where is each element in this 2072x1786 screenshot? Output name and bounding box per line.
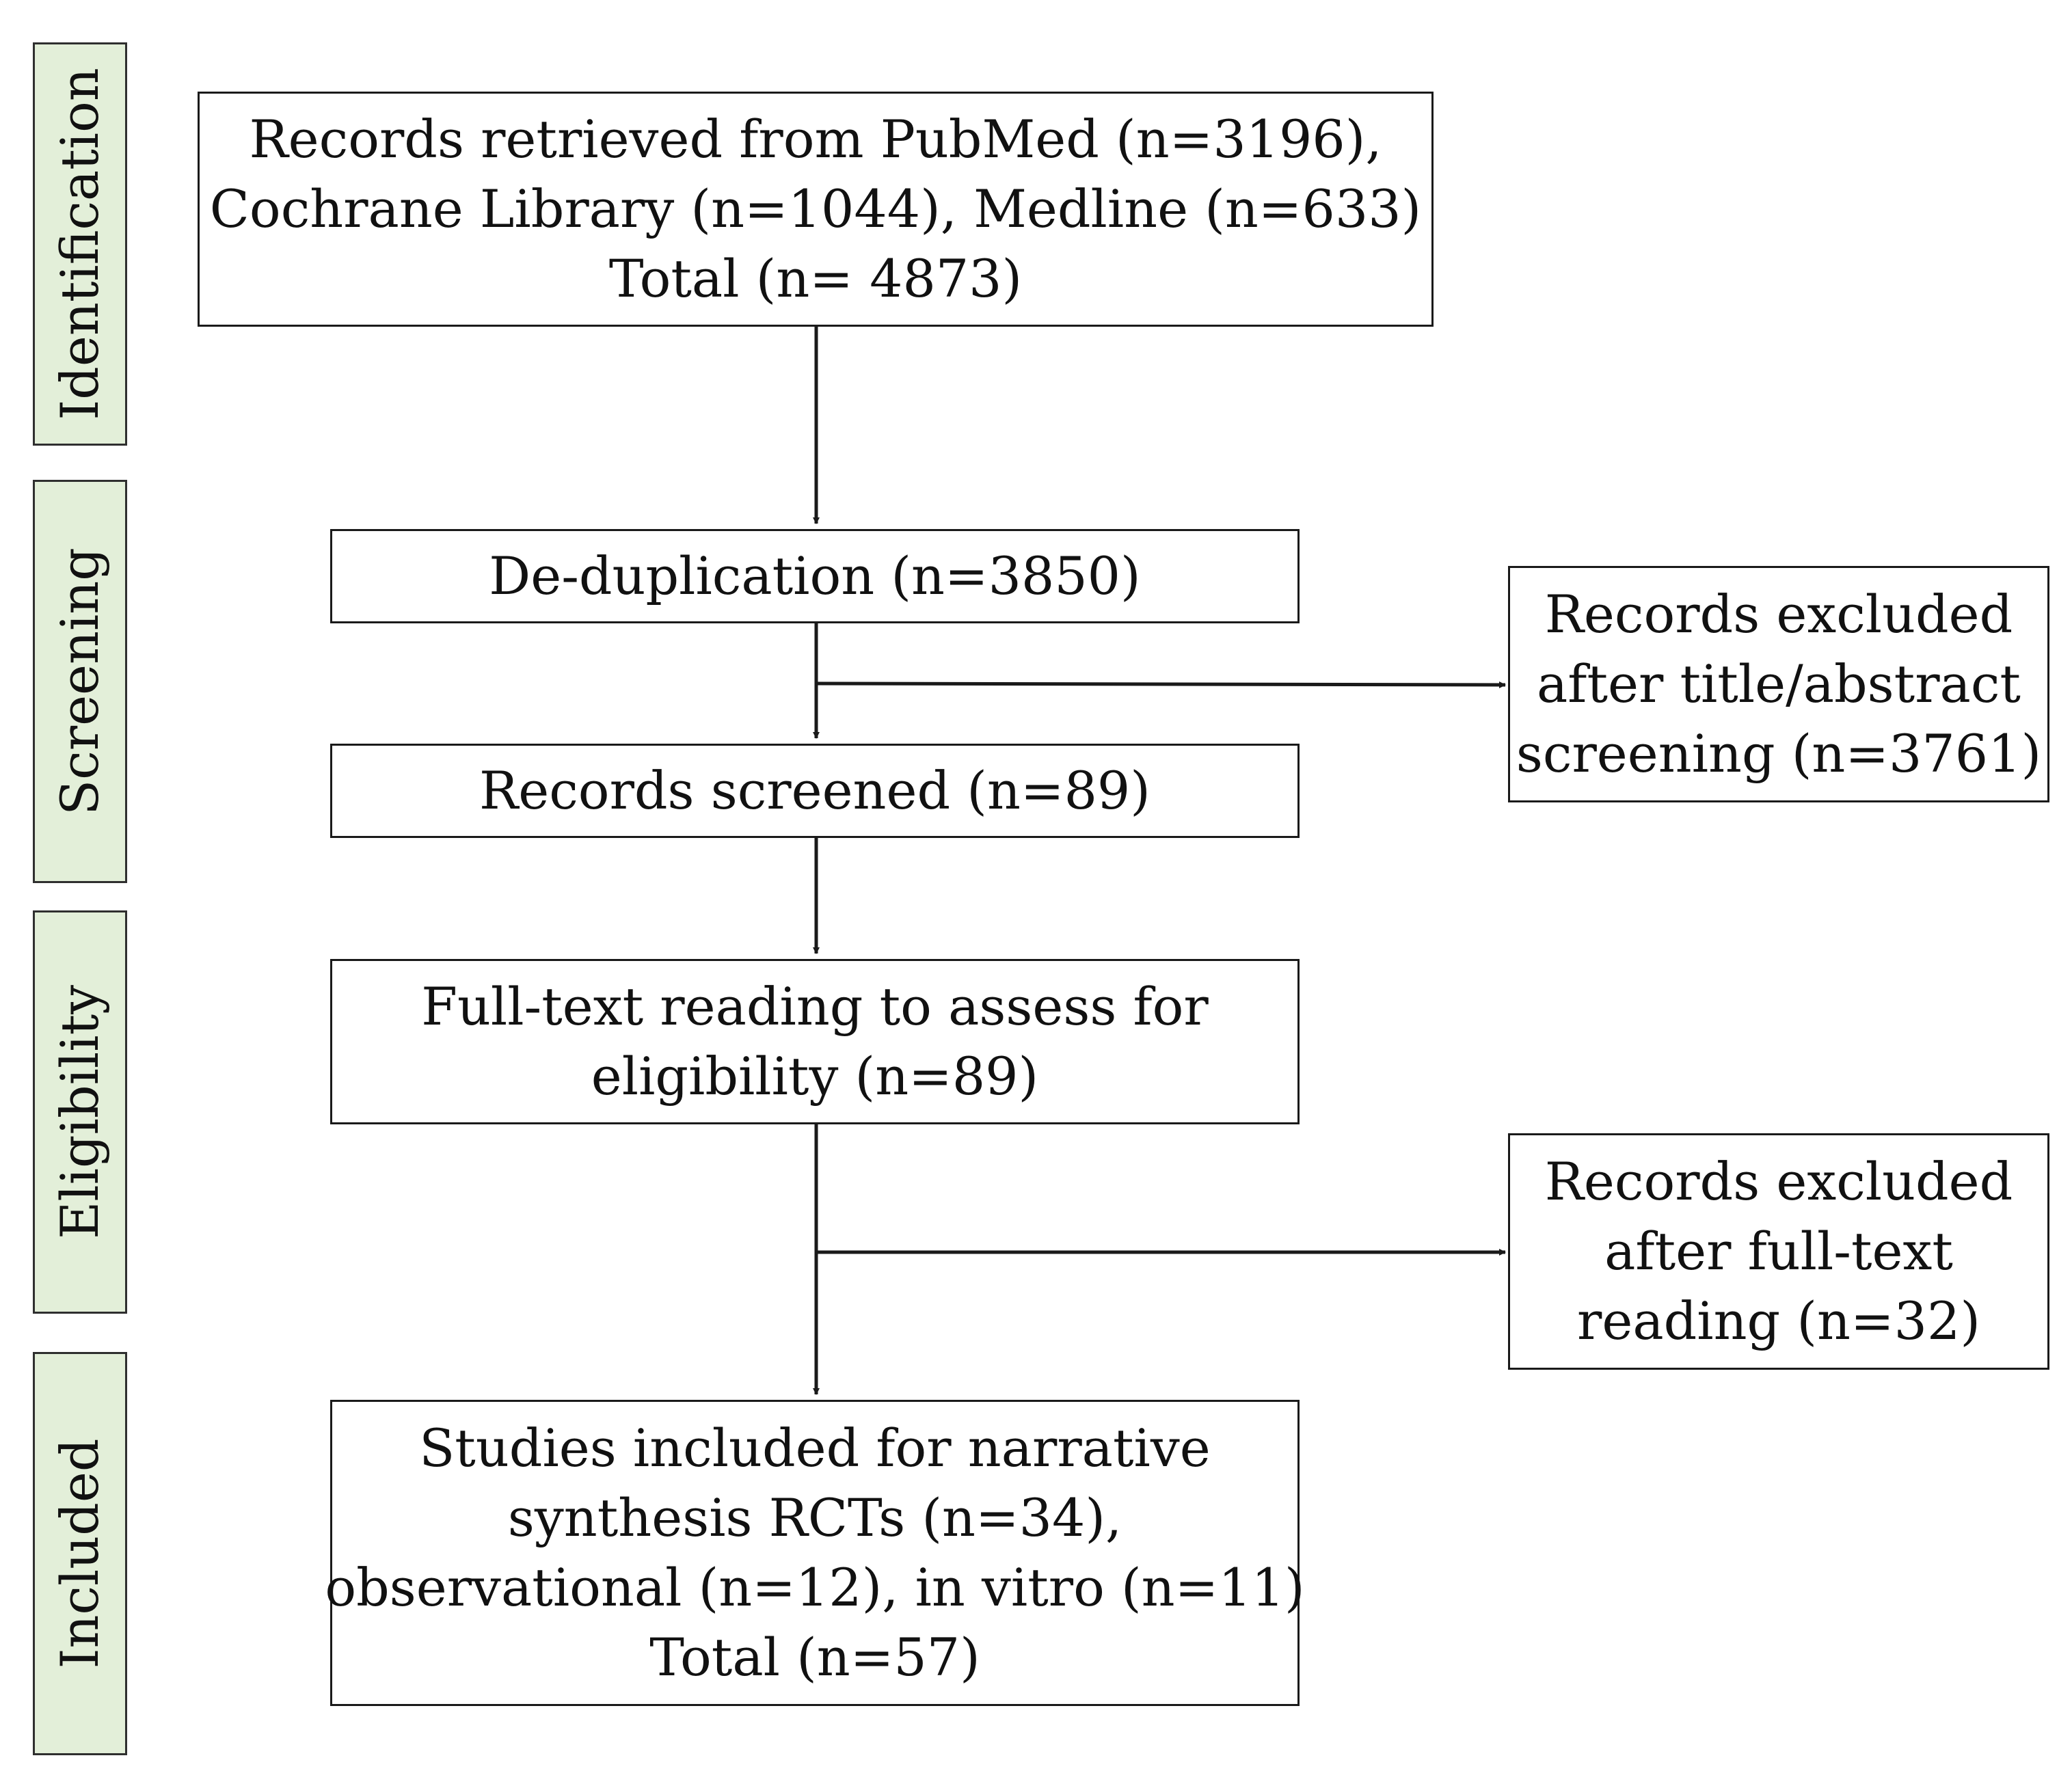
stage-identification: Identification <box>33 42 127 446</box>
excluded-full-text-line-1: Records excluded <box>1544 1151 2013 1212</box>
studies-included-line-3: observational (n=12), in vitro (n=11) <box>325 1557 1305 1618</box>
records-retrieved-line-1: Records retrieved from PubMed (n=3196), <box>249 109 1382 170</box>
box-excluded-full-text: Records excluded after full-text reading… <box>1508 1133 2049 1370</box>
studies-included-line-4: Total (n=57) <box>649 1627 980 1688</box>
box-studies-included: Studies included for narrative synthesis… <box>325 1400 1305 1706</box>
arrow-exclude-title-abstract <box>816 681 1506 688</box>
excluded-title-abstract-line-2: after title/abstract <box>1537 653 2021 714</box>
box-full-text-reading: Full-text reading to assess for eligibil… <box>330 959 1300 1124</box>
full-text-reading-line-1: Full-text reading to assess for <box>421 976 1209 1037</box>
records-screened-line-1: Records screened (n=89) <box>479 760 1151 821</box>
stage-screening: Screening <box>33 480 127 883</box>
studies-included-line-2: synthesis RCTs (n=34), <box>507 1487 1122 1548</box>
box-deduplication: De-duplication (n=3850) <box>330 529 1300 623</box>
excluded-full-text-line-3: reading (n=32) <box>1577 1290 1980 1351</box>
records-retrieved-line-2: Cochrane Library (n=1044), Medline (n=63… <box>209 178 1422 239</box>
box-excluded-title-abstract: Records excluded after title/abstract sc… <box>1508 566 2049 802</box>
excluded-title-abstract-line-3: screening (n=3761) <box>1516 723 2042 784</box>
studies-included-line-1: Studies included for narrative <box>419 1418 1211 1478</box>
box-records-retrieved: Records retrieved from PubMed (n=3196), … <box>198 92 1434 327</box>
stage-included: Included <box>33 1352 127 1755</box>
stage-eligibility: Eligibility <box>33 910 127 1314</box>
records-retrieved-line-3: Total (n= 4873) <box>608 248 1023 309</box>
box-records-screened: Records screened (n=89) <box>330 744 1300 838</box>
excluded-full-text-line-2: after full-text <box>1604 1221 1953 1282</box>
excluded-title-abstract-line-1: Records excluded <box>1544 584 2013 645</box>
full-text-reading-line-2: eligibility (n=89) <box>591 1046 1039 1107</box>
deduplication-line-1: De-duplication (n=3850) <box>489 545 1141 606</box>
